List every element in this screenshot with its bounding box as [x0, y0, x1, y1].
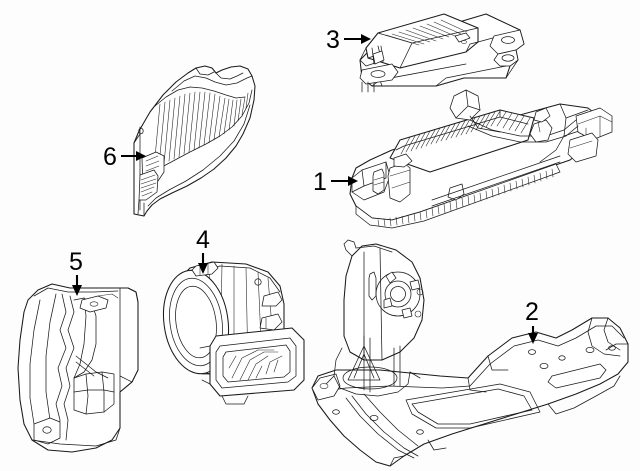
- callout-3: 3: [326, 26, 371, 54]
- callout-1-number: 1: [313, 168, 327, 196]
- bracket-hole: [501, 36, 515, 44]
- bracket-hole: [501, 54, 515, 62]
- subframe-hole: [528, 349, 536, 355]
- subframe-hole: [332, 409, 340, 415]
- subframe-hole: [558, 355, 566, 361]
- part-2-front-subframe-crossmember: [311, 239, 629, 467]
- bracket-boss-outer: [375, 271, 421, 317]
- callout-3-number: 3: [326, 26, 340, 54]
- bracket-hole: [416, 288, 424, 296]
- heat-sink-block: [389, 109, 535, 173]
- connector-block: [567, 132, 599, 163]
- part-3-control-module-with-bracket: [359, 13, 525, 93]
- callout-5: 5: [69, 248, 83, 296]
- callout-6-number: 6: [103, 143, 117, 171]
- part-1-power-electronics-inverter-module: [349, 89, 613, 229]
- callout-4: 4: [196, 226, 210, 274]
- blower-inlet-bore: [175, 285, 217, 359]
- callout-4-arrowhead: [198, 263, 208, 274]
- part-5-air-duct-cover-shield: [17, 283, 139, 453]
- callout-2: 2: [525, 298, 539, 344]
- callout-2-number: 2: [525, 298, 539, 326]
- callout-1: 1: [313, 168, 358, 196]
- callout-5-arrowhead: [72, 285, 82, 296]
- callout-6-arrowhead: [136, 151, 146, 161]
- screw-boss: [254, 278, 262, 286]
- subframe-hole: [608, 345, 616, 351]
- bracket-hole: [370, 70, 386, 78]
- callout-4-number: 4: [196, 226, 210, 254]
- part-4-blower-motor-housing-with-duct: [162, 261, 305, 405]
- part-6-ribbed-heat-shield-cover: [133, 65, 256, 217]
- bracket-hole: [414, 310, 422, 318]
- subframe-hole: [319, 383, 329, 389]
- callout-2-arrowhead: [528, 333, 538, 344]
- bracket-slot: [368, 271, 377, 301]
- rib-field: [153, 91, 249, 169]
- duct-outlet: [209, 327, 305, 397]
- mounting-hole: [89, 301, 99, 307]
- subframe-hole: [585, 347, 595, 353]
- subframe-hole: [539, 363, 549, 369]
- connector-block: [575, 107, 613, 141]
- bracket-boss-mid: [384, 280, 412, 308]
- mounting-hole: [42, 426, 52, 434]
- subframe-hole: [369, 415, 379, 421]
- mounting-hole: [138, 127, 144, 135]
- callout-6: 6: [103, 143, 146, 171]
- callout-1-arrowhead: [348, 176, 358, 186]
- module-top-ribs: [385, 19, 468, 46]
- callout-3-arrowhead: [361, 34, 371, 44]
- bracket-boss-bore: [390, 286, 406, 302]
- callout-5-number: 5: [69, 248, 83, 276]
- subframe-slot: [547, 363, 607, 389]
- bracket-base-ring: [342, 366, 398, 390]
- blower-inlet-ring: [169, 277, 223, 367]
- subframe-hole: [416, 429, 424, 435]
- apron-hatching: [377, 168, 554, 227]
